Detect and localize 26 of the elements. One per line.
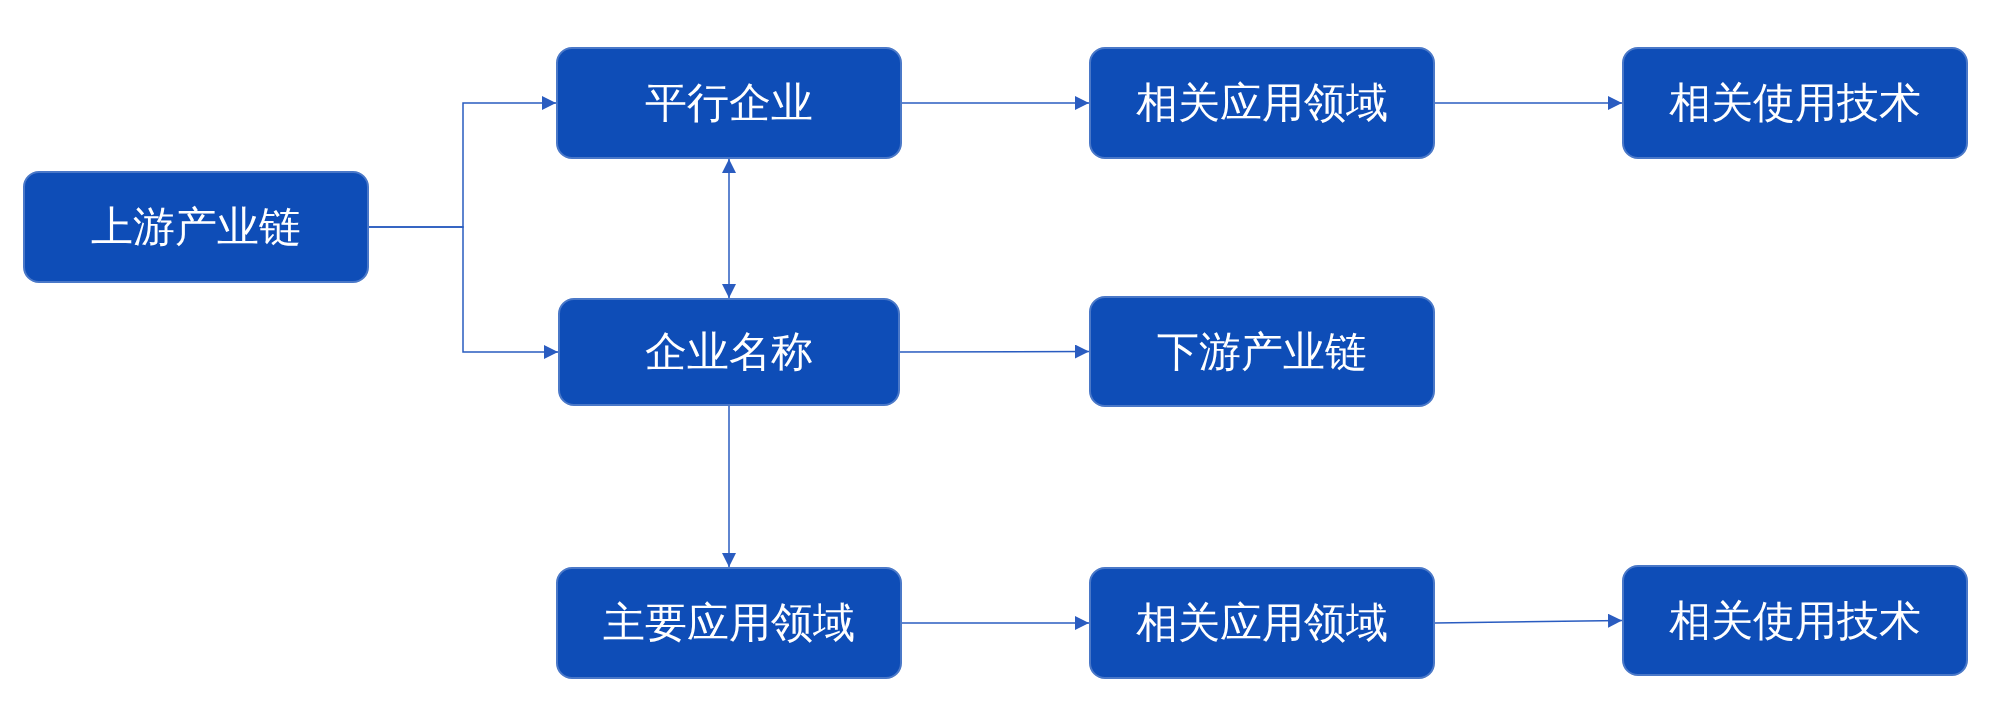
- box-label: 相关使用技术: [1669, 77, 1921, 129]
- process-box: [1089, 296, 1435, 407]
- box-label: 相关使用技术: [1669, 594, 1921, 647]
- process-box: [1089, 47, 1435, 159]
- box-label: 相关应用领域: [1136, 597, 1388, 649]
- arrow: [899, 344, 1090, 359]
- process-box: [556, 47, 902, 159]
- arrow: [1434, 96, 1623, 110]
- process-box: [1622, 47, 1968, 159]
- process-box: [23, 171, 369, 283]
- arrow: [368, 226, 559, 359]
- process-box: [1622, 565, 1968, 676]
- box-label: 企业名称: [645, 326, 813, 378]
- arrow: [901, 616, 1090, 630]
- box-label: 相关应用领域: [1136, 77, 1388, 129]
- arrow: [1434, 613, 1623, 628]
- box-label: 下游产业链: [1157, 325, 1367, 378]
- process-box: [1089, 567, 1435, 679]
- box-label: 主要应用领域: [603, 597, 855, 649]
- process-box: [556, 567, 902, 679]
- process-box: [558, 298, 900, 406]
- box-label: 平行企业: [645, 77, 813, 129]
- arrow: [722, 405, 736, 568]
- arrow: [901, 96, 1090, 110]
- box-label: 上游产业链: [91, 201, 301, 253]
- arrow: [722, 158, 736, 299]
